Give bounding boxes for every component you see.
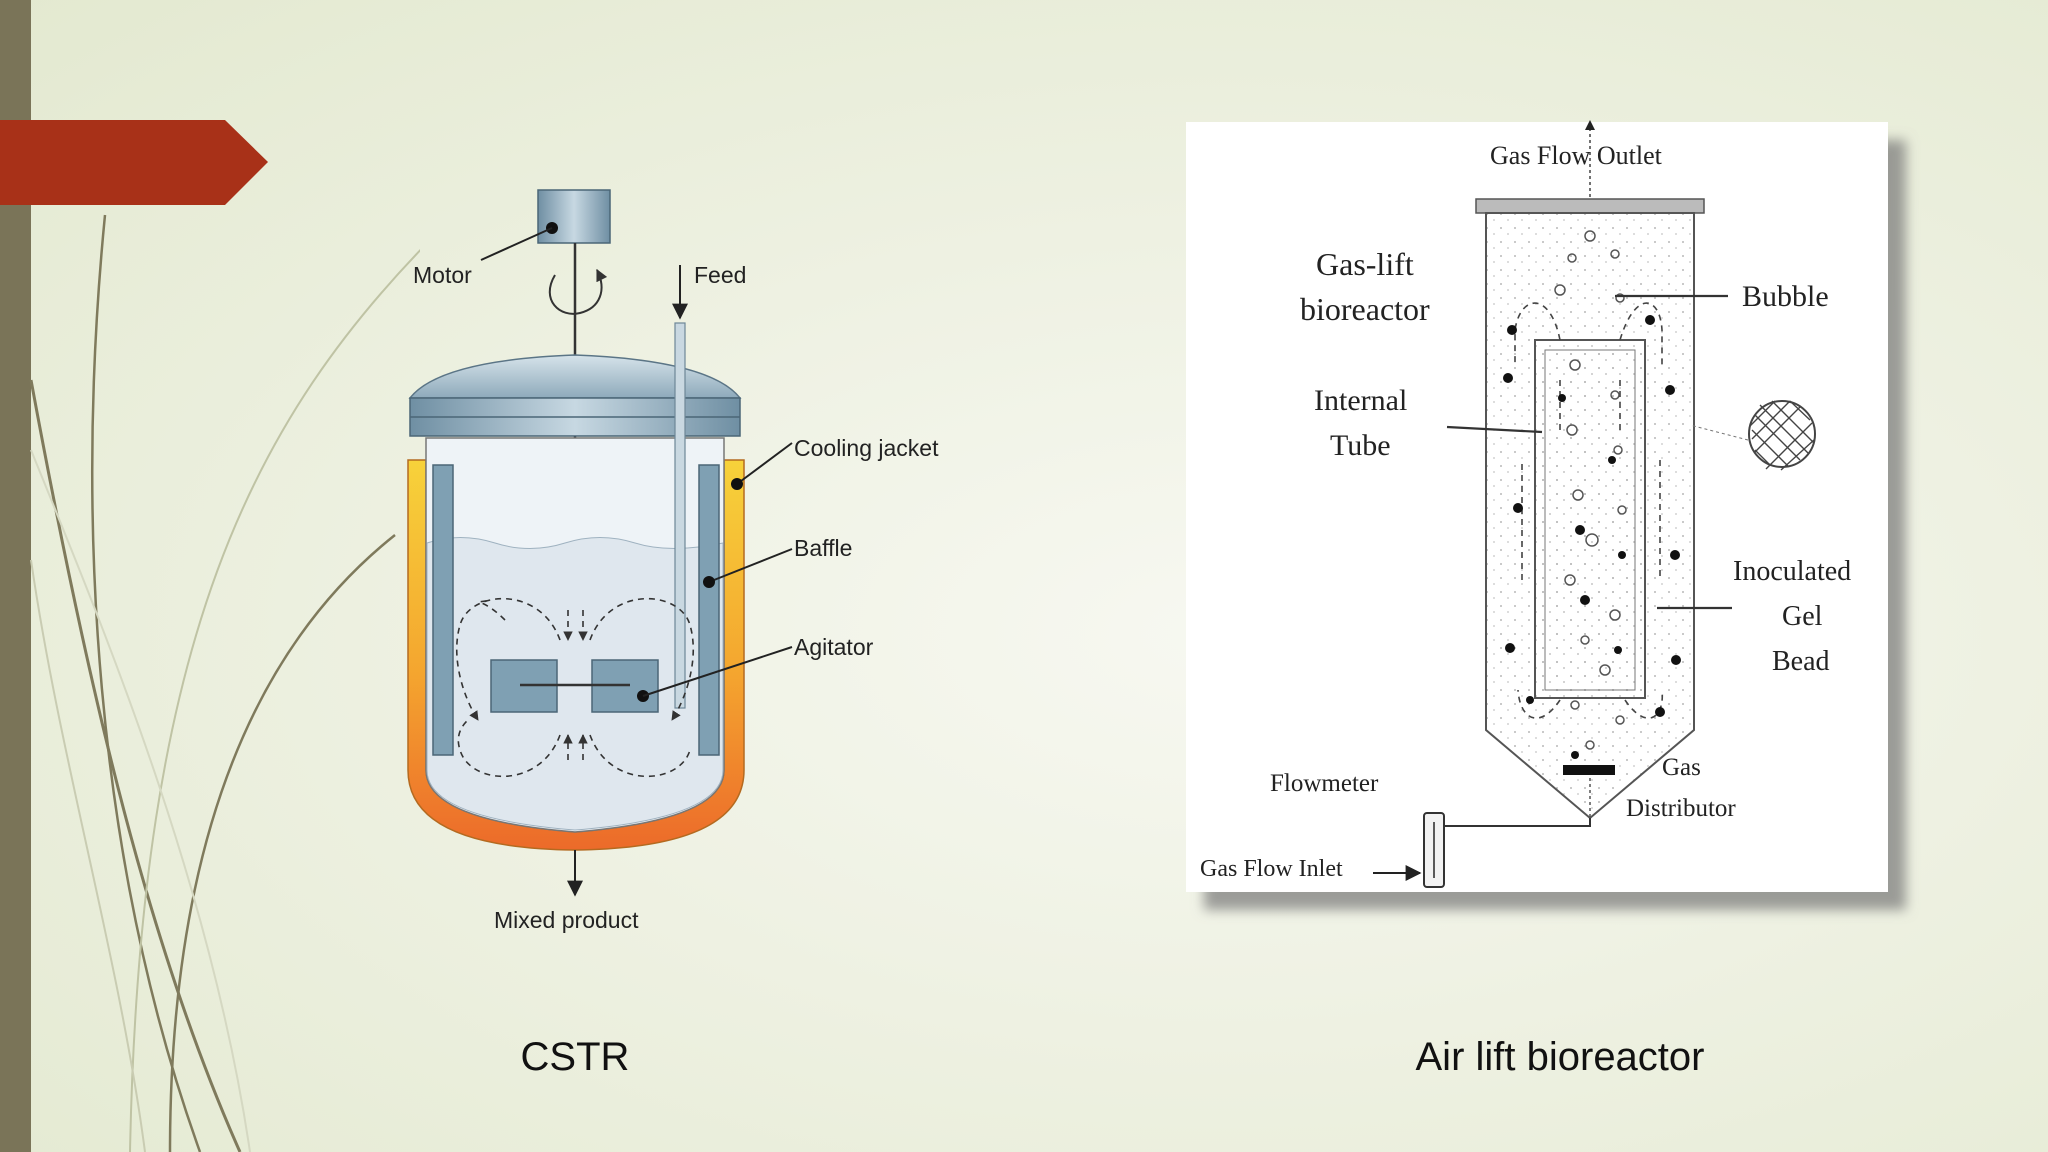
accent-arrow [0,120,268,205]
label-gas-distributor-1: Gas [1662,754,1701,781]
internal-tube [1534,339,1646,699]
vessel-lid-dome [408,354,742,399]
label-gas-flow-inlet: Gas Flow Inlet [1200,856,1343,882]
label-agitator: Agitator [794,634,874,660]
label-gas-distributor-2: Distributor [1626,795,1736,822]
airlift-diagram: Gas Flow Outlet Gas-lift bioreactor Bubb… [1186,120,1888,892]
motor-box [537,189,611,244]
motor-leader [480,227,553,261]
label-gas-flow-outlet: Gas Flow Outlet [1490,141,1663,170]
label-inoculated-1: Inoculated [1733,556,1851,587]
gas-distributor [1563,765,1615,775]
label-bubble: Bubble [1742,280,1829,313]
internal-tube-leader [1446,425,1543,434]
label-inoculated-3: Bead [1772,646,1830,677]
label-mixed-product: Mixed product [494,907,639,933]
label-internal-1: Internal [1314,384,1407,417]
label-internal-2: Tube [1330,429,1391,462]
label-motor: Motor [413,262,472,288]
cooling-jacket-dot [731,478,743,490]
label-feed: Feed [694,262,746,288]
gel-bead-magnified [1689,400,1816,471]
label-gas-lift-2: bioreactor [1300,291,1430,327]
feed-tube [674,322,686,709]
gel-beads [1503,315,1681,759]
decorative-curves [29,214,420,1152]
label-flowmeter: Flowmeter [1270,770,1379,797]
top-filter [1475,198,1705,214]
baffle-dot [703,576,715,588]
gas-line [1444,818,1591,827]
label-cooling-jacket: Cooling jacket [794,435,939,461]
label-gas-lift-1: Gas-lift [1316,246,1414,282]
baffle-left [432,464,454,756]
caption-airlift: Air lift bioreactor [1415,1035,1705,1079]
bubbles [1554,230,1627,750]
baffle-right [698,464,720,756]
label-baffle: Baffle [794,535,852,561]
circulation-flow [456,597,694,778]
cstr-diagram: Motor Feed Cooling jacket Baffle Agitato… [407,189,939,933]
caption-cstr: CSTR [520,1035,630,1079]
label-inoculated-2: Gel [1782,601,1823,632]
rotation-arrow-icon [548,268,608,315]
